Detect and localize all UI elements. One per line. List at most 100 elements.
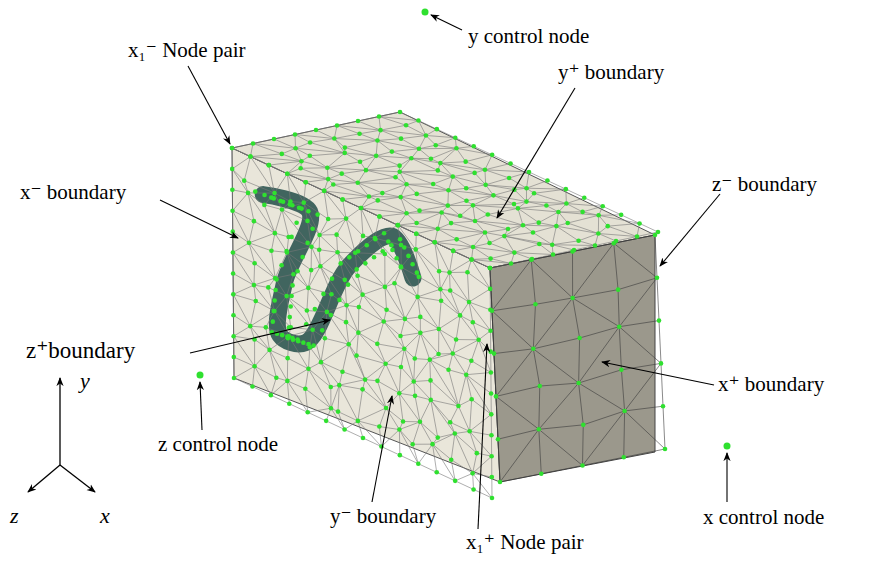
mesh-edge bbox=[416, 242, 435, 249]
mesh-edge bbox=[498, 439, 500, 482]
mesh-edge bbox=[460, 302, 469, 315]
mesh-node bbox=[264, 325, 269, 330]
mesh-edge bbox=[266, 311, 275, 327]
mesh-node bbox=[356, 419, 361, 424]
mesh-edge bbox=[439, 301, 441, 329]
mesh-edge bbox=[275, 210, 282, 234]
mesh-edge bbox=[518, 208, 539, 222]
mesh-edge bbox=[526, 188, 565, 190]
mesh-edge bbox=[491, 259, 511, 264]
callout-label: x₁⁺ Node pair bbox=[466, 530, 584, 554]
mesh-edge bbox=[381, 447, 399, 456]
leader-line bbox=[726, 453, 727, 502]
mesh-edge bbox=[366, 156, 376, 170]
mesh-node bbox=[290, 336, 295, 341]
mesh-edge bbox=[552, 226, 556, 245]
mesh-node bbox=[355, 180, 360, 185]
mesh-node bbox=[377, 114, 382, 119]
mesh-node bbox=[354, 353, 359, 358]
callout-label: y control node bbox=[468, 24, 589, 48]
mesh-node bbox=[384, 308, 389, 313]
mesh-edge bbox=[479, 340, 491, 373]
mesh-edge bbox=[491, 435, 492, 456]
mesh-node bbox=[340, 369, 345, 374]
mesh-node bbox=[305, 241, 310, 246]
mesh-edge bbox=[420, 333, 438, 354]
mesh-node bbox=[340, 197, 345, 202]
mesh-edge bbox=[392, 152, 411, 159]
mesh-node bbox=[375, 138, 380, 143]
mesh-edge bbox=[414, 360, 430, 382]
mesh-node bbox=[596, 231, 601, 236]
mesh-node bbox=[611, 241, 616, 246]
mesh-node bbox=[454, 337, 459, 342]
mesh-node bbox=[429, 156, 434, 161]
mesh-node bbox=[576, 381, 581, 386]
leader-line bbox=[431, 15, 462, 30]
mesh-node bbox=[399, 365, 404, 370]
mesh-edge bbox=[365, 364, 386, 380]
mesh-edge bbox=[532, 255, 553, 260]
mesh-edge bbox=[533, 226, 556, 232]
mesh-node bbox=[308, 154, 313, 159]
mesh-edge bbox=[453, 177, 486, 185]
mesh-edge bbox=[308, 288, 331, 294]
mesh-edge bbox=[405, 317, 420, 319]
mesh-edge bbox=[583, 411, 625, 466]
mesh-node bbox=[360, 387, 365, 392]
mesh-edge bbox=[310, 153, 345, 156]
mesh-node bbox=[471, 487, 476, 492]
mesh-edge bbox=[342, 344, 348, 372]
mesh-edge bbox=[287, 247, 312, 253]
mesh-edge bbox=[640, 223, 658, 232]
mesh-edge bbox=[523, 223, 539, 226]
mesh-edge bbox=[386, 364, 400, 394]
mesh-node bbox=[359, 206, 364, 211]
mesh-node bbox=[438, 161, 443, 166]
mesh-edge bbox=[440, 289, 460, 315]
mesh-node bbox=[413, 394, 418, 399]
mesh-node bbox=[537, 427, 542, 432]
mesh-edge bbox=[472, 399, 492, 414]
mesh-node bbox=[285, 334, 290, 339]
mesh-edge bbox=[289, 336, 310, 347]
mesh-node bbox=[359, 206, 364, 211]
mesh-edge bbox=[386, 349, 405, 364]
mesh-edge bbox=[433, 177, 453, 184]
mesh-edge bbox=[343, 199, 361, 208]
mesh-edge bbox=[232, 148, 250, 157]
right-face bbox=[490, 235, 655, 482]
mesh-edge bbox=[363, 389, 387, 408]
mesh-edge bbox=[435, 239, 457, 242]
mesh-edge bbox=[382, 193, 400, 197]
mesh-node bbox=[489, 412, 494, 417]
mesh-edge bbox=[511, 163, 529, 172]
mesh-edge bbox=[614, 243, 618, 289]
mesh-node bbox=[512, 250, 517, 255]
mesh-edge bbox=[406, 125, 426, 135]
mesh-node bbox=[356, 249, 361, 254]
mesh-edge bbox=[534, 189, 566, 193]
mesh-node bbox=[428, 378, 433, 383]
mesh-edge bbox=[255, 350, 270, 366]
mesh-edge bbox=[418, 121, 426, 136]
mesh-edge bbox=[448, 190, 493, 195]
mesh-edge bbox=[304, 182, 306, 202]
mesh-edge bbox=[250, 311, 274, 326]
mesh-node bbox=[469, 257, 474, 262]
mesh-node bbox=[406, 254, 411, 259]
mesh-edge bbox=[311, 247, 312, 270]
mesh-edge bbox=[287, 174, 303, 203]
mesh-edge bbox=[496, 396, 539, 429]
mesh-node bbox=[488, 328, 493, 333]
mesh-edge bbox=[466, 162, 485, 170]
mesh-edge bbox=[467, 272, 490, 289]
mesh-node bbox=[524, 186, 529, 191]
mesh-edge bbox=[582, 425, 584, 466]
mesh-edge bbox=[453, 251, 471, 260]
mesh-node bbox=[285, 171, 290, 176]
mesh-node bbox=[293, 146, 298, 151]
mesh-node bbox=[342, 427, 347, 432]
mesh-edge bbox=[233, 357, 234, 378]
mesh-node bbox=[383, 361, 388, 366]
